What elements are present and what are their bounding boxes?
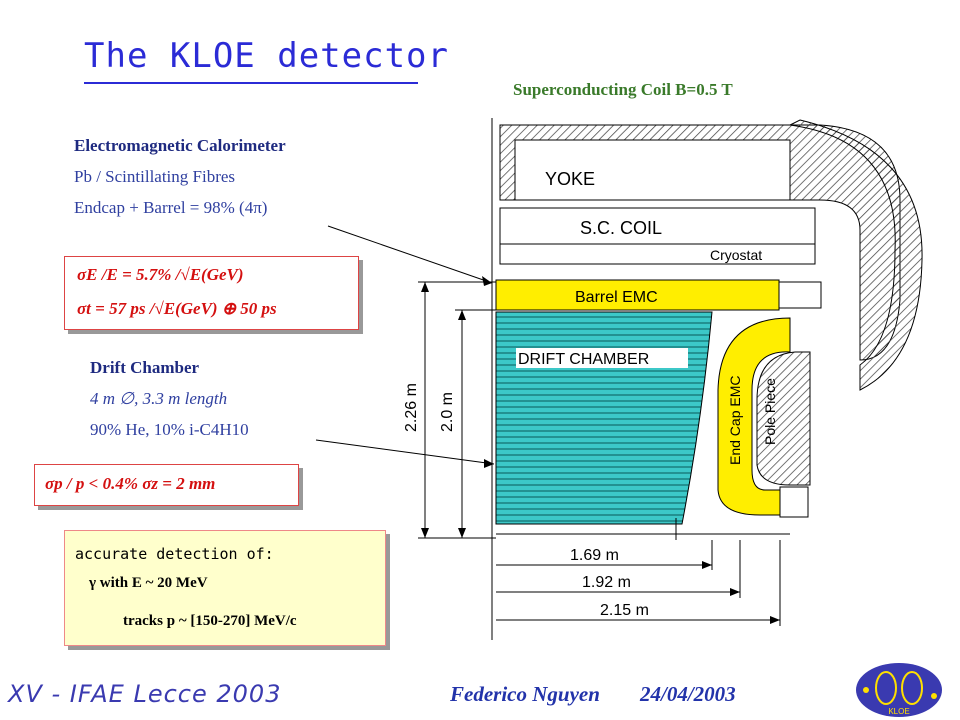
dim-169-label: 1.69 m — [570, 547, 619, 564]
dc-arrow — [315, 439, 495, 465]
dc-resolution-box: σp / p < 0.4% σz = 2 mm — [34, 464, 299, 506]
title-underline — [84, 82, 418, 84]
dc-arrowhead — [484, 459, 494, 468]
detection-box: accurate detection of: γ with E ~ 20 MeV… — [64, 530, 386, 646]
slide-title: The KLOE detector — [84, 36, 449, 76]
emc-description: Electromagnetic Calorimeter Pb / Scintil… — [74, 130, 286, 223]
dim-226-bottom — [421, 528, 429, 538]
logo-text: KLOE — [888, 707, 909, 716]
drift-chamber — [495, 311, 713, 525]
pole-label: Pole Piece — [762, 378, 778, 445]
dim-192-right — [730, 588, 740, 596]
dc-line2: 90% He, 10% i-C4H10 — [90, 420, 249, 439]
endcap-label: End Cap EMC — [727, 376, 743, 465]
dim-20-top — [458, 310, 466, 320]
dc-description: Drift Chamber 4 m ∅, 3.3 m length 90% He… — [90, 352, 249, 445]
gamma-line: γ with E ~ 20 MeV — [89, 575, 208, 591]
dim-215-label: 2.15 m — [600, 602, 649, 619]
coil-body — [499, 207, 816, 245]
dim-169-right — [702, 561, 712, 569]
dim-20-label: 2.0 m — [439, 392, 456, 432]
dc-heading: Drift Chamber — [90, 358, 200, 377]
emc-resolution-box: σE /E = 5.7% /√E(GeV) σt = 57 ps /√E(GeV… — [64, 256, 359, 330]
dim-215-right — [770, 616, 780, 624]
energy-resolution: σE /E = 5.7% /√E(GeV) — [77, 265, 244, 284]
endcap-emc — [717, 317, 791, 516]
dim-20-bottom — [458, 528, 466, 538]
drift-label: DRIFT CHAMBER — [518, 351, 649, 368]
dim-226-top — [421, 282, 429, 292]
yoke-curve — [788, 119, 923, 391]
conference-label: XV - IFAE Lecce 2003 — [8, 680, 282, 708]
dc-line1: 4 m ∅, 3.3 m length — [90, 389, 228, 408]
time-resolution: σt = 57 ps /√E(GeV) ⊕ 50 ps — [77, 299, 277, 318]
kloe-logo: KLOE — [856, 663, 942, 717]
detection-heading: accurate detection of: — [75, 545, 274, 563]
emc-arrow — [327, 225, 493, 284]
barrel-end-block — [778, 281, 822, 309]
yoke-body — [514, 139, 791, 201]
coil-label: Superconducting Coil B=0.5 T — [513, 80, 733, 99]
barrel-emc — [495, 279, 780, 311]
emc-heading: Electromagnetic Calorimeter — [74, 136, 286, 155]
author-label: Federico Nguyen — [450, 682, 600, 706]
emc-arrowhead — [482, 276, 492, 286]
cryostat-body — [499, 243, 816, 265]
pole-end — [779, 486, 809, 518]
pole-piece — [756, 351, 811, 486]
barrel-label: Barrel EMC — [575, 289, 658, 306]
tracks-line: tracks p ~ [150-270] MeV/c — [123, 613, 297, 629]
dim-226-label: 2.26 m — [403, 383, 420, 432]
date-label: 24/04/2003 — [640, 682, 736, 706]
emc-line2: Endcap + Barrel = 98% (4π) — [74, 198, 268, 217]
coil-text: S.C. COIL — [580, 218, 662, 238]
dim-192-label: 1.92 m — [582, 574, 631, 591]
cryostat-text: Cryostat — [710, 247, 762, 263]
dc-resolution: σp / p < 0.4% σz = 2 mm — [45, 474, 216, 493]
yoke-label: YOKE — [545, 169, 595, 189]
emc-line1: Pb / Scintillating Fibres — [74, 167, 236, 186]
drift-label-bg — [516, 348, 688, 368]
